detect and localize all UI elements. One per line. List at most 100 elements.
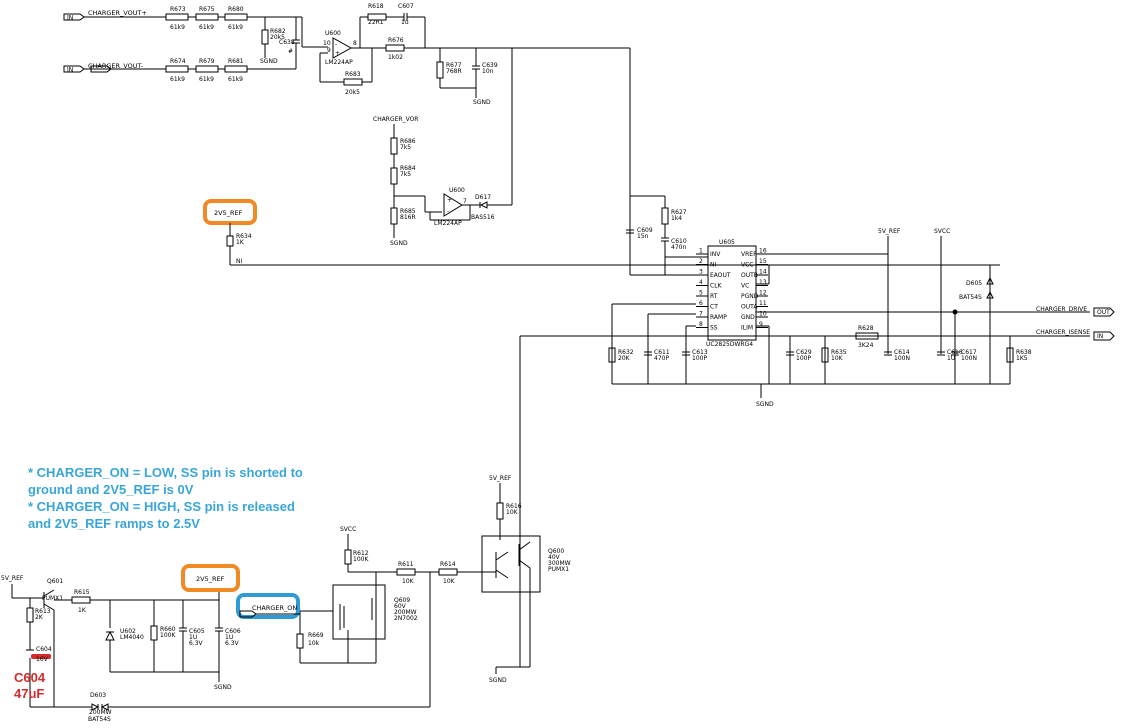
resistor-r615	[71, 596, 91, 604]
svg-text:R684: R684	[400, 165, 416, 172]
svg-text:61k9: 61k9	[228, 76, 243, 83]
svg-text:D605: D605	[966, 280, 982, 287]
svg-text:R634: R634	[236, 233, 252, 240]
svg-text:PUMX1: PUMX1	[548, 566, 569, 573]
ic-pin-function: CLK	[710, 283, 723, 290]
net-label-2v5-ref-bottom: 2V5_REF	[196, 575, 225, 583]
ic-pin-function: EAOUT	[710, 272, 731, 279]
svg-text:40V: 40V	[548, 554, 561, 561]
component-value: 470P	[654, 355, 669, 362]
svg-text:SGND: SGND	[390, 240, 408, 247]
svg-text:100K: 100K	[353, 556, 369, 563]
svg-text:R616: R616	[506, 503, 522, 510]
annotation-line-4: and 2V5_REF ramps to 2.5V	[28, 516, 200, 531]
component-ref: R632	[618, 349, 634, 356]
resistor-r612	[344, 549, 352, 565]
svg-text:C639: C639	[482, 62, 498, 69]
ic-pin-number: 10	[759, 311, 767, 318]
ic-support-parts: R63220KC611470PC613100PC629100PR63510KC6…	[608, 312, 1032, 384]
annotation-note: * CHARGER_ON = LOW, SS pin is shorted to…	[28, 464, 358, 532]
resistor-r635	[821, 347, 829, 363]
ic-pin-function: VC	[741, 283, 749, 290]
ic-pin-function: VCC	[741, 262, 753, 269]
resistor-r614	[438, 568, 458, 576]
svg-text:470n: 470n	[671, 244, 686, 251]
svg-text:10k: 10k	[308, 640, 320, 647]
ic-pin-number: 5	[699, 290, 703, 297]
input-port-charger-isense	[1093, 331, 1115, 341]
svg-text:UC2825DWRG4: UC2825DWRG4	[706, 341, 753, 348]
svg-text:61k9: 61k9	[170, 76, 185, 83]
ic-pin-number: 12	[759, 290, 767, 297]
resistor-r677	[436, 61, 444, 79]
svg-text:-: -	[335, 41, 337, 48]
svg-text:R613: R613	[35, 608, 51, 615]
resistor-r681	[224, 65, 248, 73]
svg-text:9: 9	[327, 47, 331, 54]
component-ref: C617	[961, 349, 977, 356]
ic-pin-number: 11	[759, 300, 767, 307]
svg-text:R627: R627	[671, 209, 687, 216]
svg-text:R673: R673	[170, 6, 186, 13]
svg-text:D617: D617	[475, 194, 491, 201]
ic-pin-number: 1	[699, 248, 703, 255]
svg-text:R614: R614	[440, 561, 456, 568]
net-label-5v-ref-left: 5V_REF	[1, 575, 24, 582]
opamp-u600b: +- U600 LM224AP 7	[434, 187, 467, 227]
svg-text:SGND: SGND	[473, 99, 491, 106]
ic-pin-number: 14	[759, 269, 767, 276]
svg-text:BAT54S: BAT54S	[88, 716, 111, 723]
svg-text:61k9: 61k9	[228, 24, 243, 31]
svg-text:200MW: 200MW	[394, 609, 417, 616]
ic-pin-number: 4	[699, 279, 703, 286]
resistor-r679	[195, 65, 219, 73]
svg-text:R679: R679	[199, 58, 215, 65]
svg-text:R611: R611	[398, 561, 414, 568]
resistor-r676	[385, 44, 405, 52]
component-ref: C611	[654, 349, 670, 356]
component-value: 100N	[961, 355, 977, 362]
svg-text:+: +	[447, 197, 452, 204]
svg-text:61k9: 61k9	[170, 24, 185, 31]
svg-text:R612: R612	[353, 550, 369, 557]
svg-text:10K: 10K	[506, 509, 519, 516]
resistor-r682	[261, 29, 269, 45]
net-label-charger-isense: CHARGER_ISENSE	[1036, 329, 1090, 336]
svg-text:BAS516: BAS516	[471, 214, 495, 221]
highlight-c604	[31, 654, 51, 659]
svg-text:15n: 15n	[637, 233, 649, 240]
resistor-r685	[390, 207, 398, 225]
resistor-r686	[390, 137, 398, 155]
component-value: 20K	[618, 355, 631, 362]
svg-text:7: 7	[463, 198, 467, 205]
ic-pin-number: 7	[699, 311, 703, 318]
resistor-r616	[496, 502, 504, 520]
svg-text:R660: R660	[160, 626, 176, 633]
svg-text:IN: IN	[67, 15, 73, 22]
svg-text:1u: 1u	[401, 19, 409, 26]
ic-pin-function: SS	[710, 325, 718, 332]
svg-text:LM224AP: LM224AP	[434, 220, 462, 227]
component-value: 100P	[796, 355, 811, 362]
annotation-line-1: * CHARGER_ON = LOW, SS pin is shorted to	[28, 465, 303, 480]
svg-text:IN: IN	[67, 67, 73, 74]
net-label-5v-ref-mid: 5V_REF	[489, 475, 512, 482]
svg-text:C605: C605	[189, 628, 205, 635]
svg-text:R628: R628	[858, 325, 874, 332]
net-label-svcc-top: SVCC	[934, 228, 950, 235]
component-ref: R635	[831, 349, 847, 356]
svg-text:10: 10	[323, 40, 331, 47]
svg-text:SGND: SGND	[756, 401, 774, 408]
svg-text:C609: C609	[637, 227, 653, 234]
svg-text:R683: R683	[345, 71, 361, 78]
svg-text:BAT54S: BAT54S	[959, 294, 982, 301]
input-port-vout-minus	[63, 65, 85, 73]
svg-text:3K24: 3K24	[858, 342, 874, 349]
ic-pin-function: INV	[710, 251, 721, 258]
c604-callout: C604 47uF	[14, 670, 45, 702]
ic-pin-number: 8	[699, 321, 703, 328]
annotation-line-3: * CHARGER_ON = HIGH, SS pin is released	[28, 499, 295, 514]
svg-text:100K: 100K	[160, 632, 176, 639]
